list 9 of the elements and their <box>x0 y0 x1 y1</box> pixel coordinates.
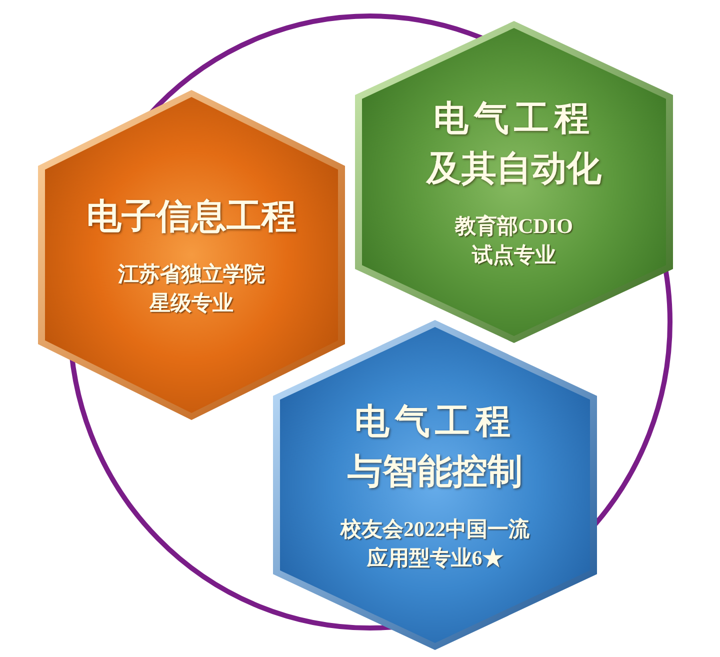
hexagon <box>355 21 673 343</box>
heading-text: 电气工程及其自动化 <box>424 98 602 190</box>
heading-text: 电气工程与智能控制 <box>346 401 524 493</box>
subtitle-text: 校友会2022中国一流应用型专业6★ <box>338 516 530 572</box>
subtitle-text: 教育部CDIO试点专业 <box>454 213 574 269</box>
heading-text: 电子信息工程 <box>86 196 298 238</box>
subtitle-text: 江苏省独立学院星级专业 <box>116 261 266 317</box>
hexagon <box>38 90 345 420</box>
hexagon <box>273 320 597 650</box>
